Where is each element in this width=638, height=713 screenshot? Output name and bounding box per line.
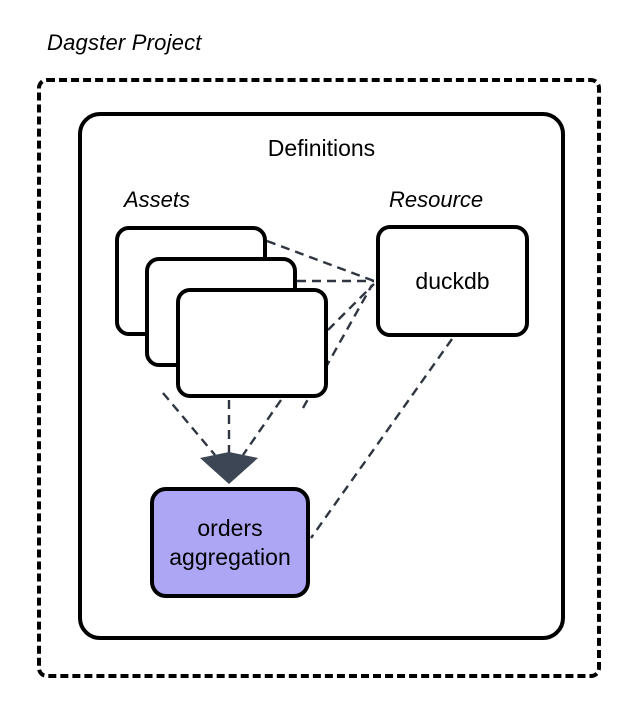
asset-node-orders-aggregation[interactable]: orders aggregation <box>150 487 310 598</box>
group-caption-resource: Resource <box>389 187 484 212</box>
group-caption-assets: Assets <box>124 187 191 212</box>
definitions-container <box>78 112 565 640</box>
asset-card-3[interactable] <box>176 288 328 398</box>
orders-node-label-line-2: aggregation <box>169 543 291 570</box>
resource-node-duckdb[interactable]: duckdb <box>376 225 529 337</box>
project-boundary <box>37 78 601 678</box>
project-title: Dagster Project <box>47 30 202 55</box>
orders-node-label-line-1: orders <box>197 515 263 542</box>
resource-node-label: duckdb <box>415 267 490 294</box>
definitions-title: Definitions <box>267 135 376 161</box>
